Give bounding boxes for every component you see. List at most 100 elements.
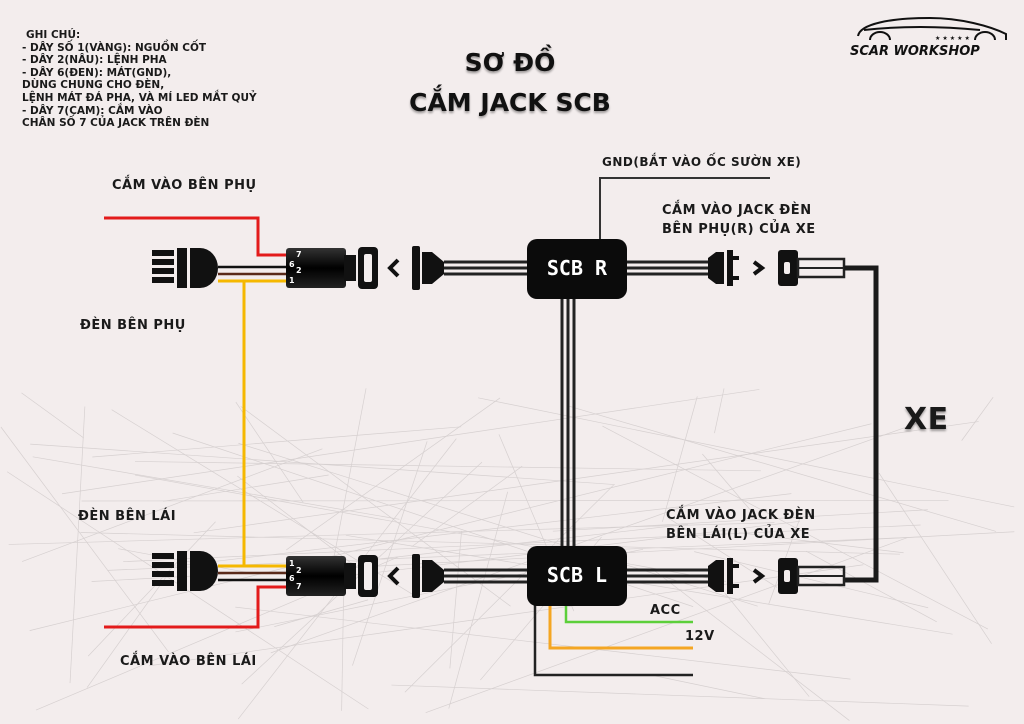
mesh-line xyxy=(714,388,725,434)
wire-red-top xyxy=(104,216,290,257)
note-line: - DÂY 7(CAM): CẮM VÀO xyxy=(22,104,163,117)
harness-plug-top xyxy=(286,246,444,290)
cable-between-modules xyxy=(560,299,576,548)
mesh-line xyxy=(391,684,969,707)
wire-acc xyxy=(564,604,693,624)
label-car: XE xyxy=(904,402,949,437)
wire-12v xyxy=(548,604,693,650)
mesh-line xyxy=(237,475,354,565)
cable-bottom-left xyxy=(444,568,528,584)
mesh-line xyxy=(961,397,994,441)
mesh-line xyxy=(345,534,953,635)
mesh-line xyxy=(694,551,929,609)
label-plug-driver: CẮM VÀO BÊN LÁI xyxy=(120,654,257,669)
module-scb-r xyxy=(527,239,627,299)
mesh-line xyxy=(134,461,761,472)
mesh-line xyxy=(602,425,989,630)
mesh-line xyxy=(134,474,727,582)
label-12v: 12V xyxy=(685,629,715,644)
mesh-line xyxy=(61,389,760,495)
harness-plug-bottom xyxy=(286,554,444,598)
mesh-line xyxy=(69,406,86,684)
label-gnd: GND(BẮT VÀO ỐC SƯỜN XE) xyxy=(602,155,802,169)
notes-heading: GHI CHÚ: xyxy=(26,29,81,41)
note-line: - DÂY 2(NÂU): LỆNH PHA xyxy=(22,54,167,67)
pin-label: 6 xyxy=(289,260,295,269)
mesh-line xyxy=(0,426,169,653)
brand-name: SCAR WORKSHOP xyxy=(850,44,980,59)
note-line: LỆNH MÁT ĐÁ PHA, VÀ MÍ LED MẮT QUỶ xyxy=(22,91,257,104)
module-scb-r-label: SCB R xyxy=(546,256,608,280)
mesh-line xyxy=(149,564,864,667)
mesh-line xyxy=(80,532,900,555)
brand-stars: ★★★★★ xyxy=(935,35,972,42)
mesh-line xyxy=(32,456,400,520)
car-jack-passenger xyxy=(708,250,846,286)
label-acc: ACC xyxy=(650,603,681,618)
mesh-line xyxy=(81,500,949,502)
mesh-line xyxy=(568,405,997,532)
label-jack-driver-1: CẮM VÀO JACK ĐÈN xyxy=(666,508,816,523)
mesh-line xyxy=(29,423,872,631)
pin-label: 7 xyxy=(296,250,302,259)
wire-car-loop xyxy=(844,265,879,583)
label-jack-passenger-1: CẮM VÀO JACK ĐÈN xyxy=(662,203,812,218)
mesh-line xyxy=(21,448,323,562)
mesh-line xyxy=(6,471,369,710)
mesh-line xyxy=(411,465,523,548)
lamp-connector-passenger xyxy=(152,248,218,288)
mesh-line xyxy=(662,396,698,522)
mesh-line xyxy=(92,426,462,458)
mesh-line xyxy=(238,442,758,607)
title-line-1: SƠ ĐỒ xyxy=(464,48,556,77)
label-lamp-driver: ĐÈN BÊN LÁI xyxy=(78,509,177,524)
mesh-line xyxy=(21,392,84,439)
pin-label: 1 xyxy=(289,276,295,285)
cable-top-left xyxy=(444,260,528,276)
mesh-line xyxy=(341,589,344,711)
note-line: CHÂN SỐ 7 CỦA JACK TRÊN ĐÈN xyxy=(22,117,210,130)
mesh-line xyxy=(30,443,615,485)
cable-top-right xyxy=(627,260,708,276)
mesh-line xyxy=(235,401,304,503)
mesh-line xyxy=(448,491,509,709)
pin-label: 1 xyxy=(289,559,295,568)
notes-block: GHI CHÚ: - DÂY SỐ 1(VÀNG): NGUỒN CỐT - D… xyxy=(22,29,257,130)
mesh-line xyxy=(331,388,367,571)
wire-ground xyxy=(533,604,693,677)
mesh-line xyxy=(123,524,921,563)
mesh-line xyxy=(806,550,937,623)
pin-label: 2 xyxy=(296,266,302,275)
wire-red-bottom xyxy=(104,585,290,629)
title-line-2: CẮM JACK SCB xyxy=(409,88,611,117)
mesh-line xyxy=(8,522,775,545)
mesh-line xyxy=(404,484,614,693)
mesh-line xyxy=(286,397,501,551)
mesh-line xyxy=(87,521,216,657)
mesh-line xyxy=(270,422,918,654)
mesh-line xyxy=(724,592,810,697)
mesh-line xyxy=(86,575,168,688)
note-line: - DÂY 6(ĐEN): MÁT(GND), xyxy=(22,66,172,79)
cable-bottom-right xyxy=(627,568,708,584)
note-line: - DÂY SỐ 1(VÀNG): NGUỒN CỐT xyxy=(22,41,207,54)
mesh-line xyxy=(235,606,851,680)
mesh-line xyxy=(274,599,369,627)
mesh-line xyxy=(702,453,756,516)
label-jack-passenger-2: BÊN PHỤ(R) CỦA XE xyxy=(662,222,816,237)
mesh-line xyxy=(650,567,850,721)
mesh-line xyxy=(655,675,766,700)
mesh-line xyxy=(163,474,329,502)
car-logo-icon xyxy=(857,16,1007,41)
mesh-line xyxy=(878,472,992,644)
module-scb-l xyxy=(527,546,627,606)
wire-gnd xyxy=(599,177,770,240)
lamp-connector-driver xyxy=(152,551,218,591)
mesh-line xyxy=(193,421,979,534)
mesh-line xyxy=(287,523,689,570)
label-jack-driver-2: BÊN LÁI(L) CỦA XE xyxy=(666,527,811,542)
module-scb-l-label: SCB L xyxy=(546,563,608,587)
pin-label: 2 xyxy=(296,566,302,575)
